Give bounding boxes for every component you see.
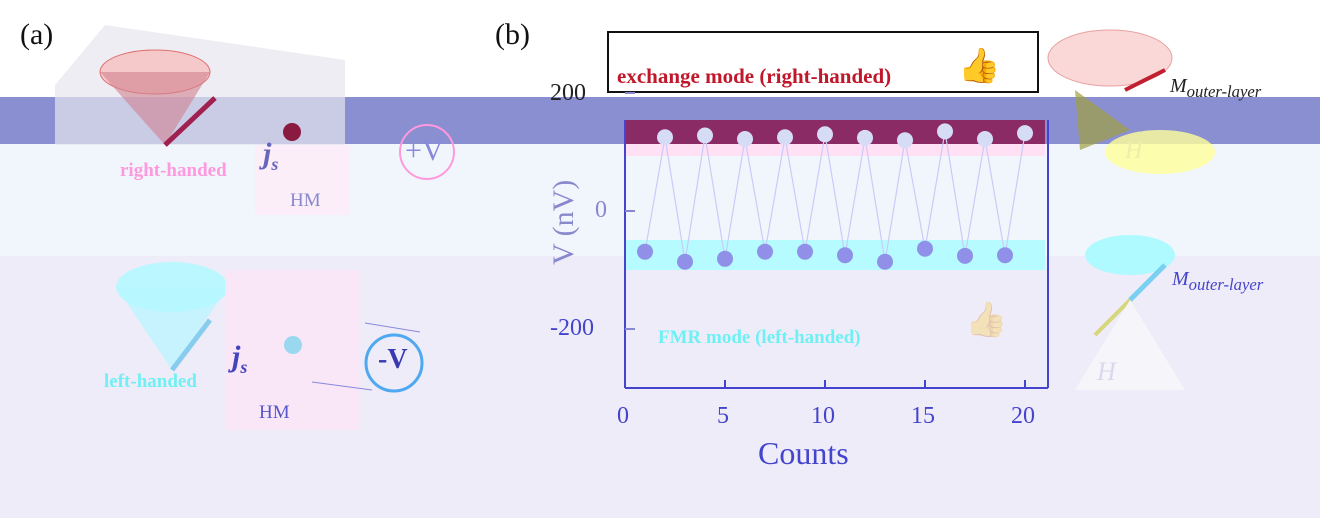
voltage-plus: +V — [405, 134, 444, 167]
fmr-point — [637, 243, 653, 260]
exchange-point — [737, 131, 753, 148]
magnetization-arrow-top — [163, 96, 217, 147]
exchange-point — [937, 123, 953, 140]
spin-icon-bottom — [284, 336, 302, 354]
y-axis-label: V (nV) — [547, 179, 580, 265]
fmr-point — [837, 247, 853, 264]
m-outer-layer-label-top: Mouter-layer — [1170, 75, 1261, 102]
cone-body-top — [100, 72, 210, 145]
exchange-point — [657, 129, 673, 146]
hm-block-top — [255, 145, 350, 215]
fmr-point — [757, 243, 773, 260]
y-tick-minus200: -200 — [550, 315, 594, 341]
m-subscript: outer-layer — [1188, 275, 1264, 294]
right-handed-label: right-handed — [120, 160, 227, 181]
hm-label-top: HM — [290, 190, 321, 211]
cone-bottom-right — [1085, 235, 1175, 275]
exchange-point — [777, 129, 793, 146]
cone-body-right — [1075, 90, 1130, 150]
exchange-point — [977, 131, 993, 148]
h-cone-top-right — [1105, 130, 1215, 174]
series-line — [644, 131, 1026, 262]
voltage-minus: -V — [378, 344, 408, 375]
fmr-point — [997, 247, 1013, 264]
spin-icon-top — [283, 123, 301, 141]
chart-area — [607, 31, 1049, 389]
fmr-band — [625, 240, 1045, 270]
fmr-point — [877, 253, 893, 270]
js-sub: s — [240, 357, 248, 377]
fmr-point — [957, 247, 973, 264]
exchange-mode-annotation: exchange mode (right-handed) — [617, 64, 892, 88]
js-sub: s — [271, 154, 279, 174]
y-tick-200: 200 — [550, 80, 586, 106]
x-tick-10: 10 — [811, 403, 835, 429]
panel-b-label: (b) — [495, 18, 530, 51]
bottom-device-diagram — [116, 262, 424, 430]
js-label: j — [263, 137, 272, 170]
m-arrow-top-right — [1124, 68, 1166, 92]
fmr-point — [677, 253, 693, 270]
js-label: j — [232, 340, 241, 373]
fmr-point — [717, 250, 733, 267]
x-tick-5: 5 — [717, 403, 729, 429]
m-subscript: outer-layer — [1186, 82, 1262, 101]
voltmeter-top — [399, 124, 455, 180]
right-top-cone-diagram — [1047, 29, 1215, 174]
exchange-point — [697, 127, 713, 144]
spin-current-top: js — [263, 137, 278, 175]
m-symbol: M — [1170, 75, 1187, 97]
h-cone-bottom-right — [1075, 300, 1185, 390]
x-tick-20: 20 — [1011, 403, 1035, 429]
m-arrow-bottom-right — [1128, 263, 1167, 302]
fmr-mode-annotation: FMR mode (left-handed) — [658, 327, 861, 348]
exchange-point — [897, 132, 913, 149]
h-label-top: H — [1125, 138, 1143, 164]
thumbs-up-icon: 👍 — [958, 48, 1001, 85]
wire-bottom — [311, 381, 373, 391]
thumbs-up-icon: 👍 — [965, 302, 1008, 339]
m-symbol: M — [1172, 268, 1189, 290]
cone-body-bottom — [116, 287, 228, 370]
left-handed-label: left-handed — [104, 371, 197, 392]
panel-a-label: (a) — [20, 18, 54, 51]
exchange-point — [857, 129, 873, 146]
exchange-point — [817, 126, 833, 143]
exchange-band-light — [625, 144, 1045, 156]
x-tick-15: 15 — [911, 403, 935, 429]
cone-top-right — [1047, 29, 1173, 87]
top-device-diagram — [55, 25, 455, 215]
h-arrow-bottom-right — [1093, 298, 1132, 337]
h-label-bottom: H — [1097, 357, 1116, 386]
plot-frame-top — [607, 31, 1039, 93]
m-outer-layer-label-bottom: Mouter-layer — [1172, 268, 1263, 295]
exchange-point — [1017, 125, 1033, 142]
voltmeter-bottom — [364, 333, 424, 393]
fmr-point — [797, 243, 813, 260]
x-axis-label: Counts — [758, 435, 849, 471]
fmr-point — [917, 240, 933, 257]
spin-current-bottom: js — [232, 340, 247, 378]
x-tick-0: 0 — [617, 403, 629, 429]
exchange-band — [625, 120, 1045, 144]
right-bottom-cone-diagram — [1075, 235, 1185, 390]
hm-label-bottom: HM — [259, 402, 290, 423]
magnetization-arrow-bottom — [170, 318, 212, 372]
wire-top — [364, 322, 421, 333]
y-tick-0: 0 — [595, 197, 607, 223]
